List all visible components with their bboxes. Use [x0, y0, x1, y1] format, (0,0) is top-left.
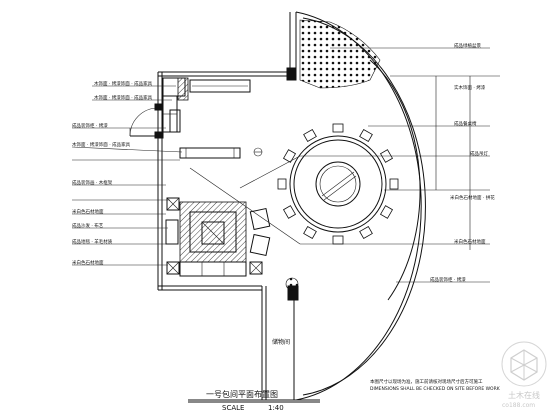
- label-left-1: 木饰面 · 烤漆饰面 · 成品家具: [94, 82, 153, 87]
- label-right-6: 米白色石材地面: [454, 240, 486, 245]
- leader-lines-left: [71, 85, 183, 266]
- leader-lines-right: [189, 47, 500, 283]
- watermark-site: 土木在线: [508, 391, 540, 400]
- drawing-title: 一号包间平面布置图: [206, 390, 278, 399]
- label-left-5: 成品装饰画 · 木框架: [72, 181, 113, 186]
- dining-chair: [332, 235, 344, 245]
- dining-chair: [282, 205, 297, 219]
- console-cabinet: [179, 147, 263, 159]
- dining-chair: [303, 128, 317, 143]
- storage-room-label: 储物间: [272, 339, 291, 346]
- label-right-4: 成品吊灯: [470, 152, 488, 157]
- lounge-set: [165, 197, 271, 277]
- dining-chairs: [277, 123, 399, 245]
- footnote-line-2: DIMENSIONS SHALL BE CHECKED ON SITE BEFO…: [370, 387, 500, 392]
- dining-chair: [282, 149, 297, 163]
- watermark-logo: [501, 341, 547, 387]
- dining-chair: [389, 178, 399, 190]
- dining-chair: [379, 149, 394, 163]
- dining-chair: [359, 225, 373, 240]
- dining-chair: [303, 225, 317, 240]
- footnote-line-1: 本图尺寸以现场为准，施工前请核对现场尺寸后方可施工: [370, 380, 483, 385]
- dining-table: [289, 135, 387, 233]
- watermark-url: co188.com: [502, 402, 536, 409]
- label-left-9: 米白色石材地面: [72, 261, 104, 266]
- label-right-5: 米白色石材地面 · 拼花: [450, 196, 495, 201]
- label-right-3: 成品餐桌椅: [454, 122, 477, 127]
- label-right-1: 成品绿植盆景: [454, 44, 481, 49]
- scale-label: SCALE: [222, 404, 245, 412]
- scale-value: 1:40: [268, 404, 284, 412]
- label-left-3: 成品装饰柜 · 烤漆: [72, 124, 108, 129]
- label-left-4: 木饰面 · 烤漆饰面 · 成品家具: [72, 143, 131, 148]
- label-left-8: 成品地毯 · 羊毛材质: [72, 240, 113, 245]
- planter-bottom: [285, 277, 299, 291]
- label-right-7: 成品装饰柜 · 烤漆: [430, 278, 466, 283]
- planter-top: [299, 19, 381, 89]
- title-underline: [188, 399, 320, 403]
- label-left-7: 成品沙发 · 布艺: [72, 224, 104, 229]
- dining-chair: [277, 178, 287, 190]
- dining-chair: [379, 205, 394, 219]
- dining-chair: [332, 123, 344, 133]
- dining-chair: [359, 128, 373, 143]
- label-left-6: 米白色石材地面: [72, 210, 104, 215]
- entry-door: [129, 103, 164, 139]
- label-right-2: 实木饰面 · 烤漆: [454, 86, 486, 91]
- label-left-2: 木饰面 · 烤漆饰面 · 成品家具: [94, 96, 153, 101]
- top-cabinet-counter: [162, 77, 251, 133]
